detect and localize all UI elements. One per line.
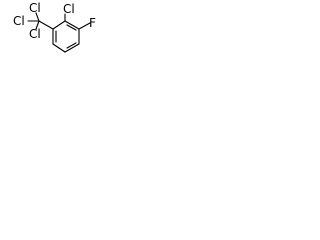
ring-bond-c5-c6: [52, 43, 66, 53]
ring-chlorine-label: Cl: [63, 2, 75, 16]
bond-ccl3-to-cl-top: [35, 12, 40, 22]
methyl-chlorine-left-label: Cl: [13, 14, 25, 28]
bond-ring-to-ccl3: [38, 20, 54, 30]
bond-ccl3-to-cl-bottom: [35, 20, 40, 30]
ring-double-bond-c2-c3: [66, 24, 77, 31]
ring-double-bond-c4-c5: [66, 42, 77, 49]
chemical-structure-diagram: Cl F Cl Cl Cl: [13, 1, 96, 53]
bond-ring-to-fluorine: [78, 22, 91, 30]
methyl-chlorine-bottom-label: Cl: [29, 27, 41, 41]
ring-bond-c4-c5: [64, 43, 80, 53]
methyl-chlorine-top-label: Cl: [29, 1, 41, 15]
fluorine-label: F: [89, 16, 96, 30]
bonds: [27, 12, 91, 53]
ring-bond-c2-c3: [64, 20, 80, 30]
atom-labels: Cl F Cl Cl Cl: [13, 1, 96, 41]
ring-bond-c1-c2: [52, 20, 66, 30]
